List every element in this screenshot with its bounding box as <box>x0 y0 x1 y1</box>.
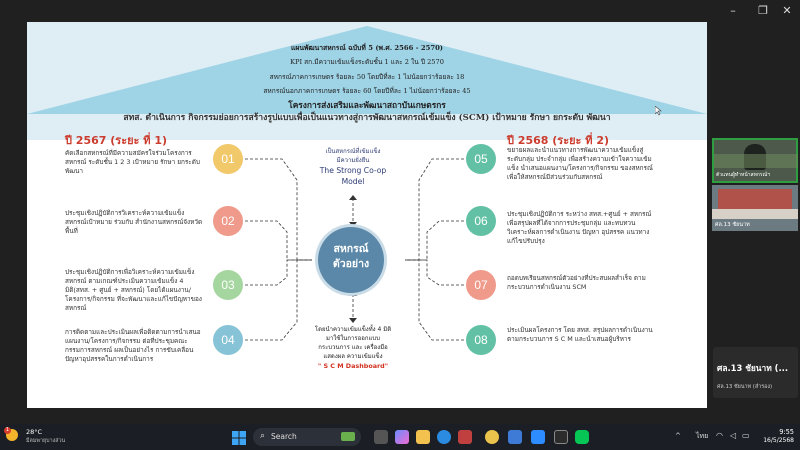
participant-video-1[interactable]: ตัวแทนผู้ทำหน้าสหกรณ์ฯ <box>712 138 798 183</box>
year-right-heading: ปี 2568 (ระยะ ที่ 2) <box>507 134 610 147</box>
connector-lines <box>245 158 464 341</box>
video2-label: ศล.13 ชัยนาท <box>715 222 750 228</box>
model-bottom-block: โดยนำความเข้มแข็งทั้ง 4 มิติ มาใช้ในการอ… <box>301 325 405 371</box>
video2-table <box>712 209 798 219</box>
model-top-line-1: เป็นสหกรณ์ที่เข้มแข็ง <box>325 148 381 155</box>
center-circle: สหกรณ์ ตัวอย่าง <box>318 227 384 293</box>
step-06-text: ประชุมเชิงปฏิบัติการ ระหว่าง สทส.+ศูนย์ … <box>507 210 652 245</box>
model-bottom-line-3: กระบวนการ และ เครื่องมือ <box>318 344 388 351</box>
copilot-icon[interactable] <box>395 430 409 444</box>
participant-name: ศล.13 ชัยนาท (... <box>717 363 789 373</box>
step-03-circle: 03 <box>213 270 243 300</box>
video1-label: ตัวแทนผู้ทำหน้าสหกรณ์ฯ <box>716 172 771 178</box>
participant-video-2[interactable]: ศล.13 ชัยนาท <box>712 185 798 231</box>
weather-desc[interactable]: มีลมพายุบางส่วน <box>26 438 66 444</box>
video-room-background <box>714 154 798 168</box>
step-01-circle: 01 <box>213 144 243 174</box>
search-placeholder: Search <box>271 432 297 441</box>
volume-icon[interactable]: ◁ <box>730 431 737 440</box>
shared-slide: แผนพัฒนาสหกรณ์ ฉบับที่ 5 (พ.ศ. 2566 - 25… <box>27 22 707 408</box>
wifi-icon[interactable]: ◠ <box>716 431 723 440</box>
battery-icon[interactable]: ▭ <box>742 431 750 440</box>
task-view-icon[interactable] <box>374 430 388 444</box>
line-icon[interactable] <box>575 430 589 444</box>
kpi-line-1: KPI สก.มีความเข้มแข็งระดับชั้น 1 และ 2 ใ… <box>290 58 444 66</box>
step-08-text: ประเมินผลโครงการ โดย สทส. สรุปผลการดำเนิ… <box>507 326 653 343</box>
clock-time[interactable]: 9:55 <box>779 428 794 436</box>
participant-sub: ศล.13 ชัยนาท (ลำรอง) <box>717 384 773 390</box>
step-01-text: คัดเลือกสหกรณ์ที่มีความสมัครใจร่วมโครงกา… <box>65 149 200 175</box>
window-titlebar: – ❐ ✕ <box>0 0 800 22</box>
step-05-text: ขยายผลและนำแนวทางการพัฒนาความเข้มแข็งสู่… <box>507 146 653 181</box>
model-bottom-line-1: โดยนำความเข้มแข็งทั้ง 4 มิติ <box>314 326 392 333</box>
step-08-circle: 08 <box>466 325 496 355</box>
minimize-button[interactable]: – <box>730 4 736 17</box>
mouse-cursor-icon <box>655 106 662 116</box>
kpi-line-3: สหกรณ์นอกภาคการเกษตร ร้อยละ 60 โดยปีที่ล… <box>263 87 471 95</box>
model-top-line-2: มีความยั่งยืน <box>336 157 370 164</box>
language-indicator[interactable]: ไทย <box>696 432 709 440</box>
tray-chevron-icon[interactable]: ^ <box>675 432 681 440</box>
chrome-icon[interactable] <box>485 430 499 444</box>
taskbar-search-box[interactable]: ⌕ Search <box>253 428 361 446</box>
step-07-circle: 07 <box>466 270 496 300</box>
model-bottom-line-4: แสดงผล ความเข้มแข็ง <box>323 353 383 360</box>
model-bottom-line-2: มาใช้ในการออกแบบ <box>326 335 380 342</box>
year-left-heading: ปี 2567 (ระยะ ที่ 1) <box>65 134 168 147</box>
model-top-block: เป็นสหกรณ์ที่เข้มแข็ง มีความยั่งยืน The … <box>303 147 403 187</box>
step-05-circle: 05 <box>466 144 496 174</box>
header-triangle-shape <box>27 26 707 114</box>
scm-dashboard-label: " S C M Dashboard" <box>317 362 389 370</box>
step-06-circle: 06 <box>466 206 496 236</box>
video2-room-background <box>718 189 792 209</box>
clock-date[interactable]: 16/5/2568 <box>763 437 794 444</box>
step-02-text: ประชุมเชิงปฏิบัติการวิเคราะห์ความเข้มแข็… <box>65 209 203 235</box>
step-04-circle: 04 <box>213 325 243 355</box>
step-04-text: การติดตามและประเมินผลเพื่อติดตามการนำเสน… <box>65 328 201 363</box>
model-top-line-3: The Strong Co-op <box>319 166 387 175</box>
edge-icon[interactable] <box>437 430 451 444</box>
project-title: โครงการส่งเสริมและพัฒนาสถาบันเกษตรกร <box>288 100 446 110</box>
weather-badge: 1 <box>4 427 11 434</box>
plan-title: แผนพัฒนาสหกรณ์ ฉบับที่ 5 (พ.ศ. 2566 - 25… <box>290 44 444 52</box>
step-07-text: ถอดบทเรียนสหกรณ์ตัวอย่างที่ประสบผลสำเร็จ… <box>507 274 646 291</box>
search-icon: ⌕ <box>260 431 266 441</box>
activity-title: สทส. ดำเนินการ กิจกรรมย่อยการสร้างรูปแบบ… <box>123 113 611 123</box>
center-line-2: ตัวอย่าง <box>332 258 370 270</box>
model-top-line-4: Model <box>341 177 365 186</box>
center-line-1: สหกรณ์ <box>333 243 369 255</box>
search-highlight-icon <box>341 432 355 441</box>
weather-temp[interactable]: 28°C <box>26 428 43 436</box>
app-blue-icon[interactable] <box>508 430 522 444</box>
windows-start-icon[interactable] <box>232 430 246 445</box>
kpi-line-2: สหกรณ์ภาคการเกษตร ร้อยละ 50 โดยปีที่ละ 1… <box>269 73 465 81</box>
app-dark-icon[interactable] <box>554 430 568 444</box>
zoom-icon[interactable] <box>531 430 545 444</box>
close-button[interactable]: ✕ <box>782 4 792 17</box>
maximize-button[interactable]: ❐ <box>758 4 768 17</box>
step-02-circle: 02 <box>213 206 243 236</box>
participant-tile[interactable]: ศล.13 ชัยนาท (... ศล.13 ชัยนาท (ลำรอง) <box>713 347 798 398</box>
step-03-text: ประชุมเชิงปฏิบัติการเพื่อวิเคราะห์ความเข… <box>65 268 202 312</box>
app-red-icon[interactable] <box>458 430 472 444</box>
file-explorer-icon[interactable] <box>416 430 430 444</box>
